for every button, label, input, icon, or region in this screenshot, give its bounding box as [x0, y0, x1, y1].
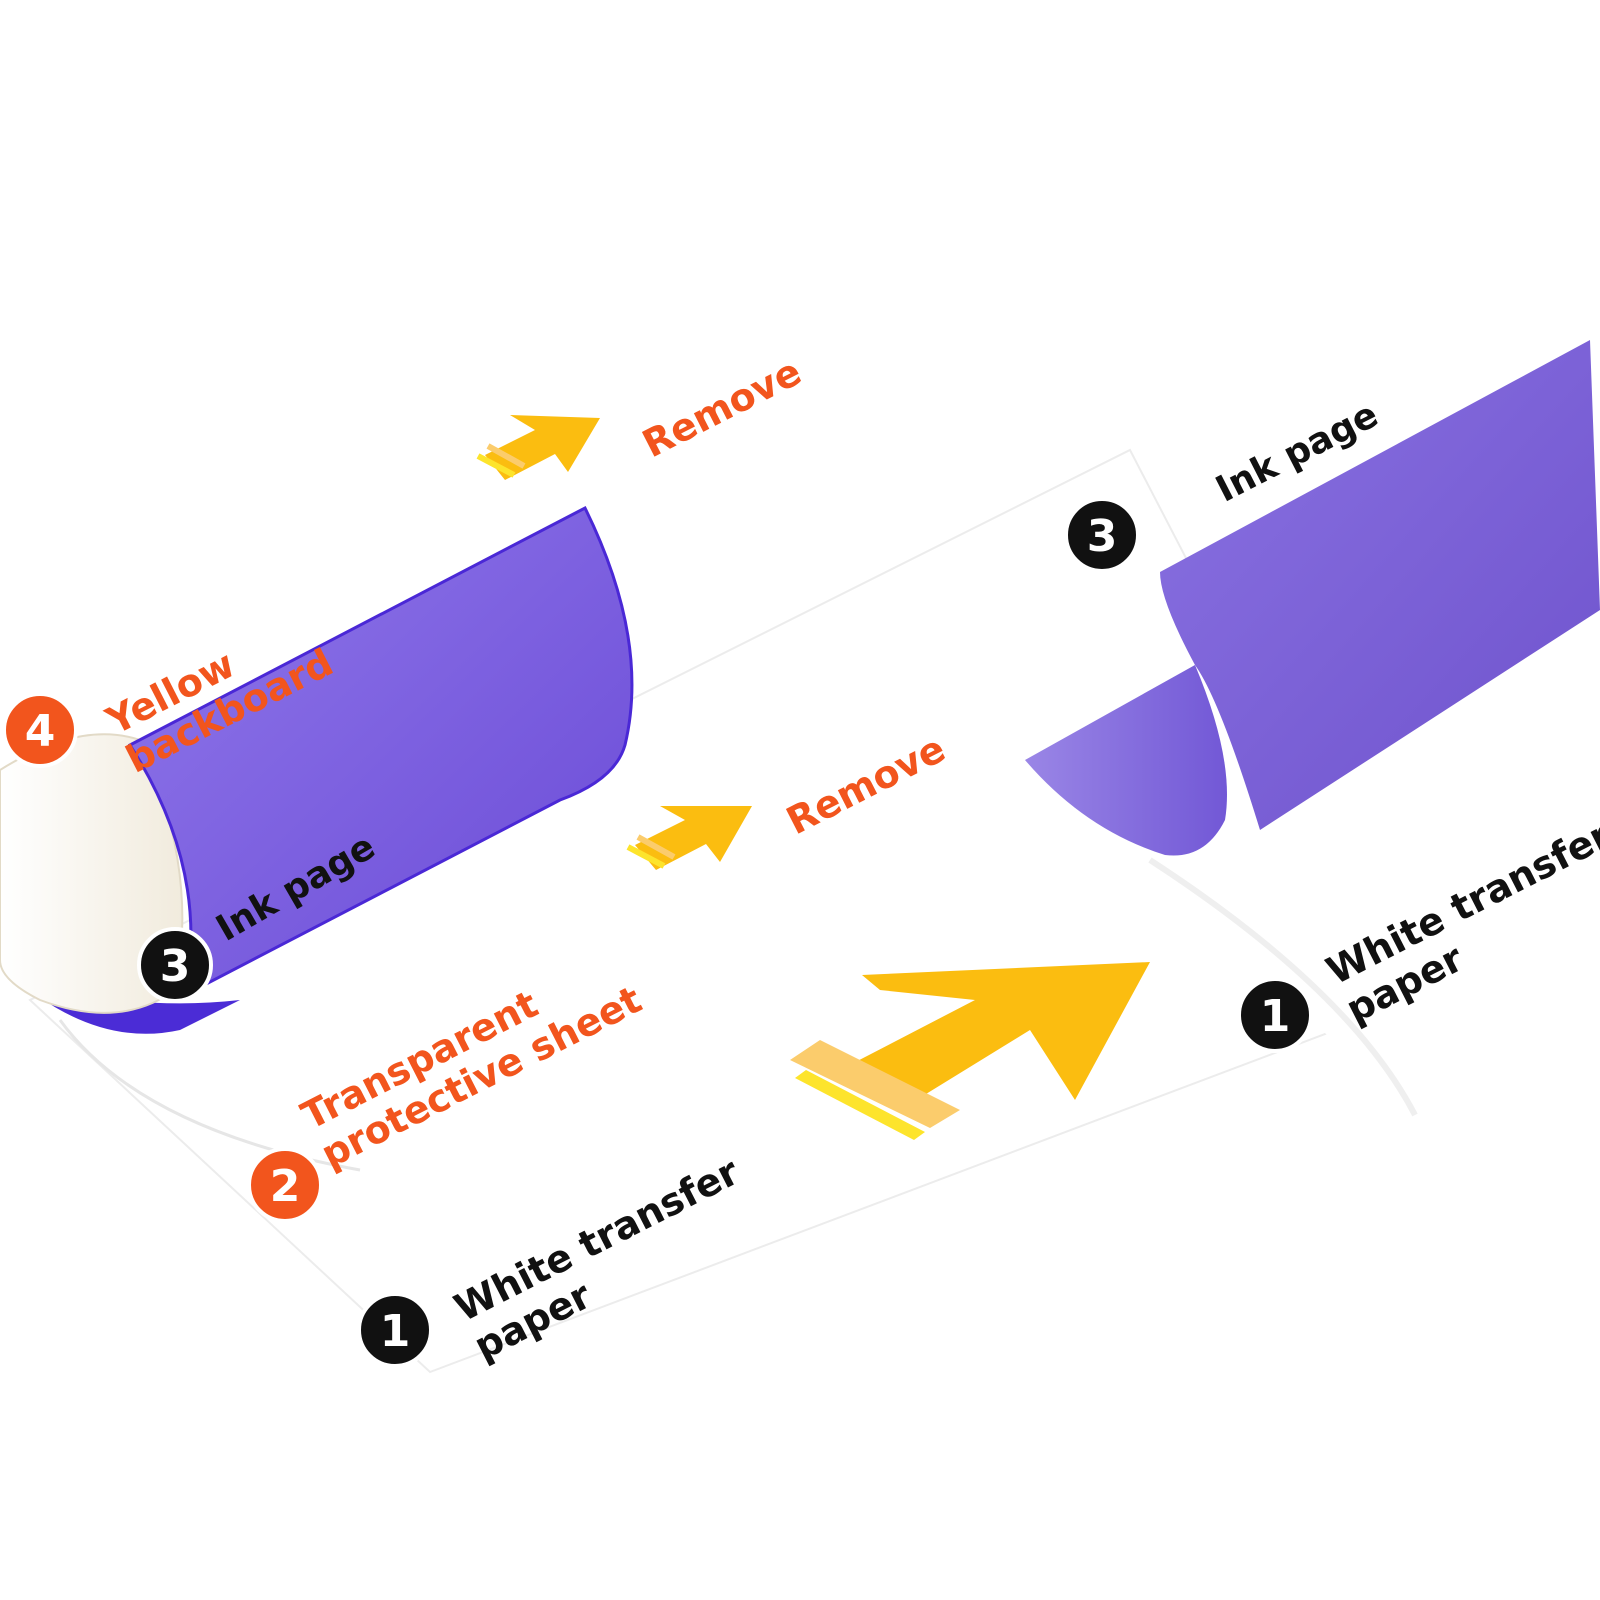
- left-top-arrow: [476, 415, 600, 480]
- left-middle-arrow: [626, 806, 752, 870]
- right-ink-curl: [1025, 665, 1227, 856]
- badge-4: 4: [2, 692, 78, 768]
- left-ink-underside: [0, 965, 240, 1034]
- svg-text:4: 4: [25, 706, 56, 757]
- badge-1-right: 1: [1237, 977, 1313, 1053]
- badge-3-left: 3: [137, 927, 213, 1003]
- svg-text:1: 1: [380, 1306, 411, 1357]
- big-arrow: [790, 962, 1150, 1140]
- svg-text:3: 3: [160, 941, 191, 992]
- badge-2: 2: [247, 1147, 323, 1223]
- svg-text:2: 2: [270, 1161, 301, 1212]
- left-ink-page: [127, 505, 634, 998]
- badge-3-right: 3: [1064, 497, 1140, 573]
- right-sheet-shadow: [1148, 857, 1418, 1117]
- right-ink-page: [1160, 340, 1600, 830]
- svg-text:1: 1: [1260, 991, 1291, 1042]
- badge-1-left: 1: [357, 1292, 433, 1368]
- svg-text:3: 3: [1087, 511, 1118, 562]
